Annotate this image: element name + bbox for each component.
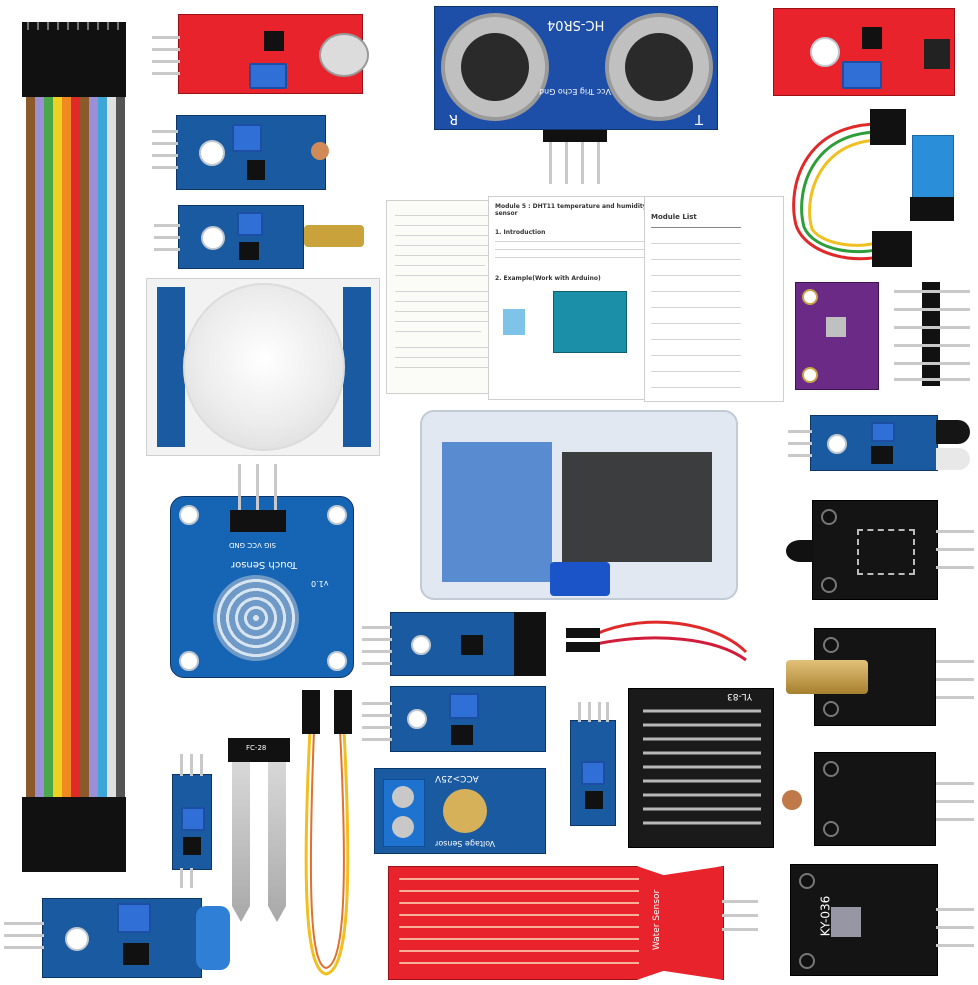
ultrasonic-pins: [543, 130, 607, 186]
touch-pad[interactable]: [213, 575, 299, 661]
small-sensor-module: [172, 774, 212, 870]
potentiometer: [181, 807, 205, 831]
laser-diode: [786, 660, 868, 694]
jumper-wire-loop: [296, 690, 358, 980]
potentiometer: [842, 61, 882, 89]
touch-version-label: v1.0: [311, 579, 329, 588]
dupont-cable-red: [566, 612, 756, 672]
ir-led-black: [936, 420, 970, 444]
ky-photoresistor-module: [814, 752, 936, 846]
potentiometer: [249, 63, 287, 89]
dht11-sensor-with-cable: [786, 105, 956, 275]
ky-module-pins: [936, 520, 976, 960]
screw-terminal: [383, 779, 425, 847]
water-sensor-traces: [399, 878, 639, 964]
rain-sensor-board: YL-83: [628, 688, 774, 848]
soil-moisture-probe: FC-28: [228, 738, 290, 924]
ultrasonic-transducer-left: [441, 13, 549, 121]
comparator-pins-top: [576, 702, 610, 722]
doc-arduino-diagram: [553, 291, 627, 353]
vibration-switch: [304, 225, 364, 247]
ultrasonic-t-label: T: [695, 111, 703, 126]
ir-module-pins: [788, 428, 812, 458]
potentiometer: [237, 212, 263, 236]
box-latch: [550, 562, 610, 596]
comparator-chip: [264, 31, 284, 51]
vibration-sensor-module: [178, 205, 304, 269]
dupont-ribbon-cable: [22, 22, 126, 872]
voltage-sensor-label-2: Voltage Sensor: [435, 839, 495, 848]
sound-detect-module: [390, 686, 546, 752]
small-module-pins-top: [178, 754, 208, 776]
potentiometer: [117, 903, 151, 933]
microphone: [319, 33, 369, 77]
tilt-module-pins: [4, 920, 44, 954]
sound-sensor-pins: [152, 32, 180, 78]
storage-box: [420, 410, 738, 600]
touch-sensor-pins: [230, 464, 286, 534]
water-sensor-pins: [722, 896, 758, 936]
ky-036-label: KY-036: [818, 895, 833, 937]
dht11-cable-graphic: [792, 109, 912, 267]
ultrasonic-transducer-right: [605, 13, 713, 121]
potentiometer: [449, 693, 479, 719]
hall-sensor-module-red: [773, 8, 955, 96]
soil-probe-label: FC-28: [246, 744, 267, 752]
ultrasonic-model-label: HC-SR04: [547, 17, 605, 32]
tilt-switch-capsule: [196, 906, 230, 970]
pir-motion-sensor: [146, 278, 380, 456]
tilt-switch-module: [42, 898, 202, 978]
ir-obstacle-sensor-module: [810, 415, 938, 471]
water-level-sensor: Water Sensor: [388, 866, 724, 980]
fresnel-lens: [183, 283, 345, 451]
vibration-sensor-pins: [154, 222, 180, 252]
light-sensor-module: [176, 115, 329, 190]
module-list-sheet: Module List: [644, 196, 784, 402]
dht11-sensor: [912, 135, 954, 201]
ky-036-module: KY-036: [790, 864, 938, 976]
male-pin-header: [894, 282, 970, 386]
voltage-sensor-label: ACC>25V: [435, 773, 479, 783]
potentiometer: [232, 124, 262, 152]
doc-module-list-heading: Module List: [651, 213, 697, 221]
doc-dht11-diagram: [503, 309, 525, 335]
sound-sensor-module: [178, 14, 369, 94]
soil-comparator-module: [570, 720, 616, 826]
doc-intro-heading: 1. Introduction: [495, 229, 546, 236]
potentiometer: [871, 422, 895, 442]
ribbon-cable-graphic: [22, 22, 126, 872]
doc-example-heading: 2. Example(Work with Arduino): [495, 275, 601, 282]
doc-section-title: Module 5 : DHT11 temperature and humidit…: [495, 203, 647, 217]
touch-sensor-label: Touch Sensor: [231, 559, 298, 570]
hall-element: [786, 540, 814, 562]
rain-sensor-label: YL-83: [727, 691, 753, 701]
ultrasonic-pin-labels: Vcc Trig Echo Gnd: [539, 87, 611, 96]
ky-hall-sensor-module: [812, 500, 938, 600]
water-sensor-label: Water Sensor: [652, 889, 663, 951]
pressure-sensor-module: [795, 282, 879, 390]
slot-sensor-head: [514, 612, 546, 676]
ultrasonic-r-label: R: [449, 111, 459, 126]
infrared-slot-sensor-module: [390, 612, 520, 676]
rain-sensor-traces: [643, 709, 761, 825]
light-sensor-pins: [152, 128, 178, 169]
potentiometer: [581, 761, 605, 785]
documentation-sheet-front: Module 5 : DHT11 temperature and humidit…: [488, 196, 664, 400]
sensor-head: [924, 39, 950, 69]
ir-led-clear: [936, 448, 970, 470]
small-module-pins-bottom: [178, 868, 208, 888]
slot-sensor-pins: [362, 624, 392, 668]
photoresistor: [311, 142, 329, 160]
ultrasonic-sensor-hc-sr04: HC-SR04 R T Vcc Trig Echo Gnd: [434, 6, 718, 130]
voltage-sensor-module: ACC>25V Voltage Sensor: [374, 768, 546, 854]
photoresistor: [782, 790, 802, 810]
touch-pin-labels: SIG VCC GND: [229, 541, 276, 549]
sound-detect-pins: [362, 700, 392, 744]
